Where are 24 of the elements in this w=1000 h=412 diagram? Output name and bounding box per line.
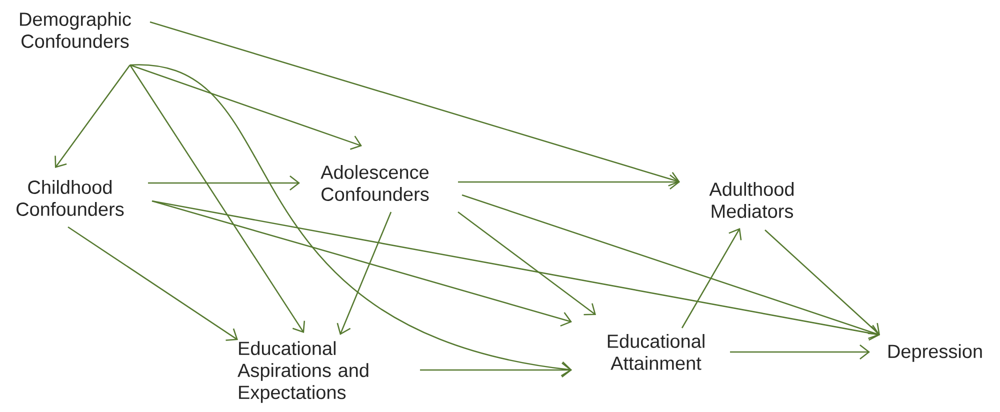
arrow: [458, 211, 596, 316]
node-label: Demographic Confounders: [20, 12, 131, 48]
arrow: [148, 175, 300, 191]
arrow: [730, 344, 870, 360]
arrow: [462, 194, 880, 340]
node-label: Educational Aspirations and Expectations: [238, 341, 368, 403]
arrow: [130, 64, 572, 376]
arrow: [458, 174, 680, 190]
arrow: [54, 64, 131, 168]
node-label: Adulthood Mediators: [709, 182, 794, 218]
node-label: Educational Attainment: [608, 334, 704, 370]
node-label: Adolescence Confounders: [320, 165, 429, 201]
arrow: [764, 230, 880, 335]
arrow: [152, 200, 572, 327]
arrow: [130, 64, 362, 150]
arrow: [681, 228, 742, 328]
node-label: Childhood Confounders: [16, 180, 124, 216]
arrow: [150, 21, 680, 186]
arrow: [152, 200, 880, 341]
arrow: [336, 212, 392, 335]
node-label: Depression: [888, 344, 982, 362]
arrow: [68, 226, 238, 341]
arrow: [420, 362, 572, 378]
arrow: [129, 64, 306, 333]
